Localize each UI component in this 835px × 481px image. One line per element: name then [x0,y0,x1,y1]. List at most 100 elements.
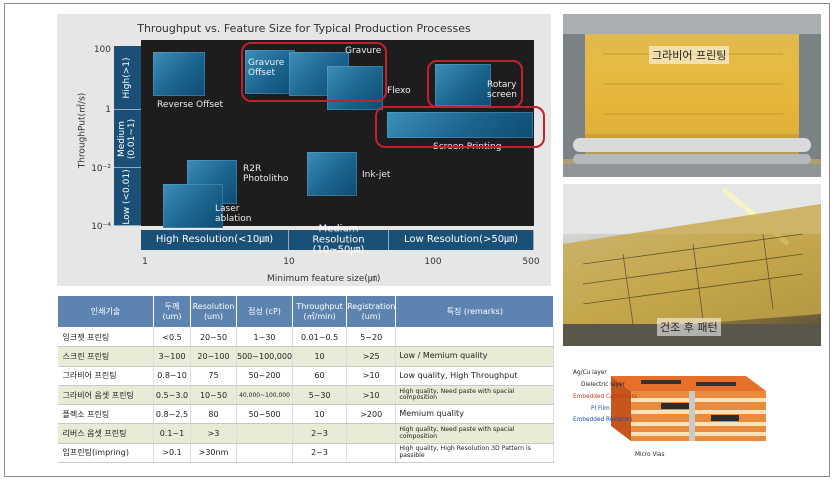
header-cell: 특징 (remarks) [395,295,555,328]
band-high-resolution: High Resolution(<10㎛) [141,230,289,250]
table-cell: 20~100 [190,346,237,367]
table-row: 리버스 옵셋 프린팅 0.1~1 >3 2~3 High quality, Ne… [57,423,555,444]
table-cell: >25 [346,346,397,367]
band-label: High(>1) [121,57,132,98]
table-cell: <0.5 [153,327,191,348]
table-cell: 1~30 [236,327,294,348]
process-block-flexo [327,66,383,110]
table-cell: 잉크젯 프린팅 [57,327,154,348]
table-cell: 2~3 [292,443,348,464]
x-tick: 1 [142,257,148,267]
header-cell: Throughput (㎡/min) [292,295,348,328]
table-cell: 60 [292,366,348,386]
process-block-r2r-photolitho [163,184,223,228]
chart-title: Throughput vs. Feature Size for Typical … [137,22,471,35]
header-cell: Registration (um) [346,295,397,328]
table-cell: >200 [346,404,397,425]
table-cell: >0.1 [153,443,191,464]
table-cell: >10 [346,385,397,406]
band-label: High Resolution(<10㎛) [155,233,274,245]
stack-label-dielectric: Dielectric layer [581,382,625,388]
table-cell: 0.8~10 [153,366,191,386]
dried-pattern-photo: 건조 후 패턴 [563,184,821,346]
table-row: 스크린 프린팅 3~100 20~100 500~100,000 10 >25 … [57,346,555,367]
table-cell [346,443,397,464]
photo-caption: 건조 후 패턴 [657,318,721,336]
y-tick: 10⁻² [91,164,111,174]
process-label-flexo: Flexo [387,86,411,96]
photo-caption: 그라비어 프린팅 [649,46,730,64]
table-cell: 0.1~1 [153,423,191,444]
table-cell: 10 [292,346,348,367]
stack-label-ag-cu: Ag/Cu layer [573,370,607,376]
process-label-rotary-screen: Rotary screen [487,80,517,101]
table-cell: >30nm [190,443,237,464]
process-label-gravure-offset: Gravure Offset [248,58,285,79]
table-row: 그라비어 프린팅 0.8~10 75 50~200 60 >10 Low qua… [57,366,555,386]
page-frame: Throughput vs. Feature Size for Typical … [4,3,830,477]
x-tick: 100 [424,257,442,267]
table-cell: 40,000~100,000 [236,385,294,406]
band-low-resolution: Low Resolution(>50㎛) [389,230,534,250]
table-cell: 스크린 프린팅 [57,346,154,367]
table-cell: 0.01~0.5 [292,327,348,348]
gravure-printing-photo: 그라비어 프린팅 [563,14,821,177]
table-cell: 3~100 [153,346,191,367]
process-block-ink-jet [307,152,357,196]
table-cell: 50~500 [236,404,294,425]
highlight-screen-printing [375,106,545,148]
table-row: 그라비어 옵셋 프린팅 0.5~3.0 10~50 40,000~100,000… [57,385,555,406]
stack-label-resistors: Embedded Resistors [573,417,633,423]
dried-pattern-illustration [563,184,821,346]
header-cell: 점성 (cP) [235,295,294,328]
process-label-ink-jet: Ink-jet [362,170,391,180]
table-cell: Memium quality [395,404,555,425]
table-cell: 80 [190,404,237,425]
process-block-reverse-offset [153,52,205,96]
process-block-screen-printing [387,112,533,138]
gravure-machine-illustration [563,14,821,177]
band-medium-resolution: Medium Resolution (10~50㎛) [289,224,389,255]
table-cell: >10 [346,366,397,386]
band-label: Low Resolution(>50㎛) [403,233,519,245]
table-cell: 0.5~3.0 [153,385,191,406]
table-row: 잉크젯 프린팅 <0.5 20~50 1~30 0.01~0.5 5~20 [57,327,555,348]
table-cell [395,327,555,348]
table-cell: Low quality, High Throughput [395,366,555,386]
table-cell: 5~30 [292,385,348,406]
table-cell: 0.8~2.5 [153,404,191,425]
embedded-layer-stack: Ag/Cu layer Dielectric layer Embedded Ca… [571,356,821,468]
x-tick: 10 [283,257,295,267]
table-cell: 50~200 [236,366,294,386]
table-cell: 리버스 옵셋 프린팅 [57,423,154,444]
y-tick: 100 [93,45,111,55]
process-label-r2r-photolitho: R2R Photolitho [243,164,289,185]
process-label-gravure: Gravure [345,46,382,56]
table-cell: 그라비어 옵셋 프린팅 [57,385,154,406]
x-tick: 500 [522,257,540,267]
table-cell: Low / Memium quality [395,346,555,367]
table-cell: 그라비어 프린팅 [57,366,154,386]
table-cell: High quality, Need paste with spacial co… [395,385,555,406]
stack-label-micro-vias: Micro Vias [635,452,665,458]
band-label: Low (<0.01) [121,168,132,225]
header-cell: 두께 (um) [153,295,191,328]
layer-stack-illustration [611,376,766,441]
table-cell: 5~20 [346,327,397,348]
table-cell: 500~100,000 [236,346,294,367]
y-tick: 10⁻⁴ [91,222,111,232]
stack-label-pi-film: PI Film [591,406,610,412]
table-cell [236,423,294,444]
header-cell: 인쇄기술 [57,295,154,328]
highlight-gravure-group [241,42,387,102]
table-cell: 10~50 [190,385,237,406]
table-header-row: 인쇄기술 두께 (um) Resolution (um) 점성 (cP) Thr… [57,295,555,328]
process-label-reverse-offset: Reverse Offset [157,100,224,110]
x-axis-label: Minimum feature size(㎛) [267,274,381,284]
table-cell [236,443,294,464]
y-axis-label: ThroughPut(㎡/s) [77,92,88,169]
header-cell: Resolution (um) [190,295,237,328]
table-cell [346,423,397,444]
table-row: 플렉소 프린팅 0.8~2.5 80 50~500 10 >200 Memium… [57,404,555,425]
process-label-laser-ablation: Laser ablation [215,204,252,225]
